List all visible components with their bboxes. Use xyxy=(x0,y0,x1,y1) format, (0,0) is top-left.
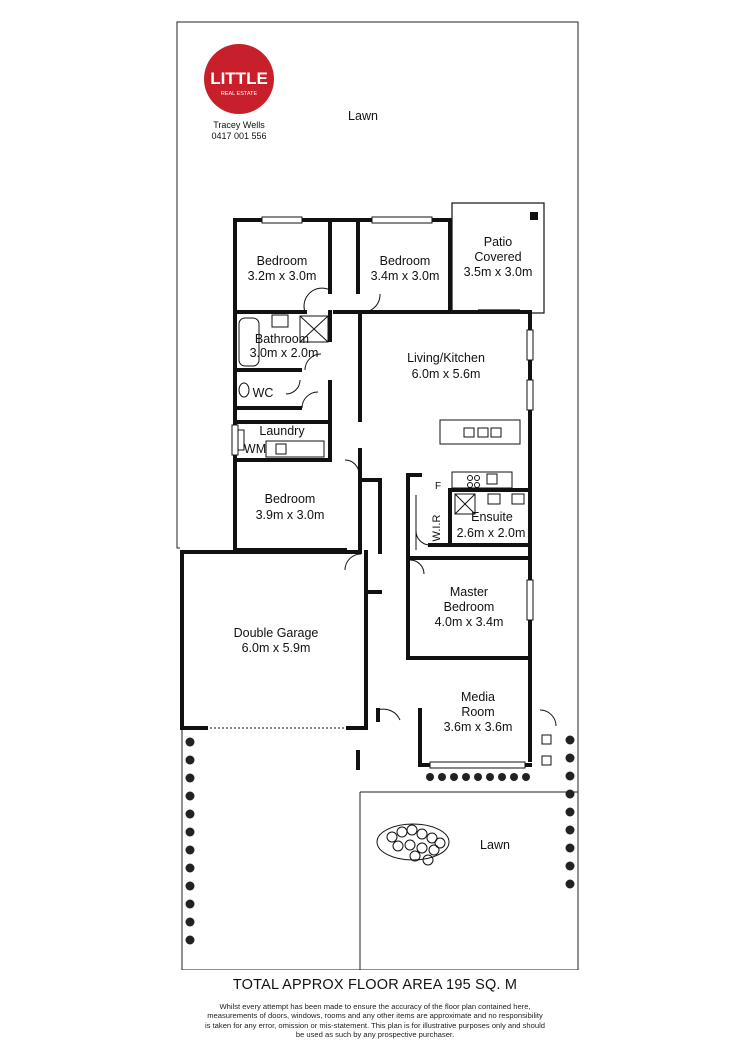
lawn-front-label: Lawn xyxy=(480,838,510,852)
garage-size: 6.0m x 5.9m xyxy=(242,641,311,655)
laundry-name: Laundry xyxy=(259,424,305,438)
doors xyxy=(285,287,557,727)
garage-name: Double Garage xyxy=(234,626,319,640)
agent-name: Tracey Wells xyxy=(213,120,265,130)
media-size: 3.6m x 3.6m xyxy=(444,720,513,734)
disclaimer: Whilst every attempt has been made to en… xyxy=(195,1002,555,1040)
shrubs-front xyxy=(386,824,446,866)
bathroom-name: Bathroom xyxy=(255,332,309,346)
ensuite-size: 2.6m x 2.0m xyxy=(457,526,526,540)
total-floor-area: TOTAL APPROX FLOOR AREA 195 SQ. M xyxy=(232,977,518,993)
ensuite-name: Ensuite xyxy=(471,510,513,524)
disclaimer-line: be used as such by any prospective purch… xyxy=(295,1030,455,1040)
logo-text: LITTLE xyxy=(210,69,268,88)
wir-label: W.I.R xyxy=(431,515,443,542)
bedroom-1-size: 3.2m x 3.0m xyxy=(248,269,317,283)
site-boundary xyxy=(176,21,579,970)
patio-size: 3.5m x 3.0m xyxy=(464,265,533,279)
bedroom-2-name: Bedroom xyxy=(380,254,431,268)
agency-logo: LITTLE REAL ESTATE xyxy=(204,44,274,114)
logo-subtext: REAL ESTATE xyxy=(221,91,258,97)
media-name-1: Media xyxy=(461,690,495,704)
patio-name-1: Patio xyxy=(484,235,513,249)
hedge-media xyxy=(426,773,530,781)
bedroom-3-name: Bedroom xyxy=(265,492,316,506)
walls xyxy=(180,218,532,770)
master-size: 4.0m x 3.4m xyxy=(435,615,504,629)
agent-phone: 0417 001 556 xyxy=(211,131,266,141)
living-name: Living/Kitchen xyxy=(407,351,485,365)
lawn-rear-label: Lawn xyxy=(348,109,378,123)
floor-plan: LITTLE REAL ESTATE Tracey Wells 0417 001… xyxy=(176,21,579,970)
bedroom-3-size: 3.9m x 3.0m xyxy=(256,508,325,522)
disclaimer-line: is taken for any error, omission or mis-… xyxy=(204,1020,546,1030)
wc-label: WC xyxy=(253,386,274,400)
fridge-label: F xyxy=(435,481,441,492)
bathroom-size: 3.0m x 2.0m xyxy=(250,346,319,360)
patio xyxy=(451,202,545,314)
media-name-2: Room xyxy=(461,705,494,719)
fixtures xyxy=(206,314,552,866)
hedge-left xyxy=(185,737,195,945)
master-name-1: Master xyxy=(450,585,488,599)
windows xyxy=(231,216,534,769)
wm-label: WM xyxy=(244,442,266,456)
disclaimer-line: measurements of doors, windows, rooms an… xyxy=(207,1011,543,1021)
hedge-right xyxy=(565,735,575,889)
living-size: 6.0m x 5.6m xyxy=(412,367,481,381)
disclaimer-line: Whilst every attempt has been made to en… xyxy=(219,1002,531,1011)
bedroom-1-name: Bedroom xyxy=(257,254,308,268)
patio-name-2: Covered xyxy=(474,250,521,264)
master-name-2: Bedroom xyxy=(444,600,495,614)
bedroom-2-size: 3.4m x 3.0m xyxy=(371,269,440,283)
